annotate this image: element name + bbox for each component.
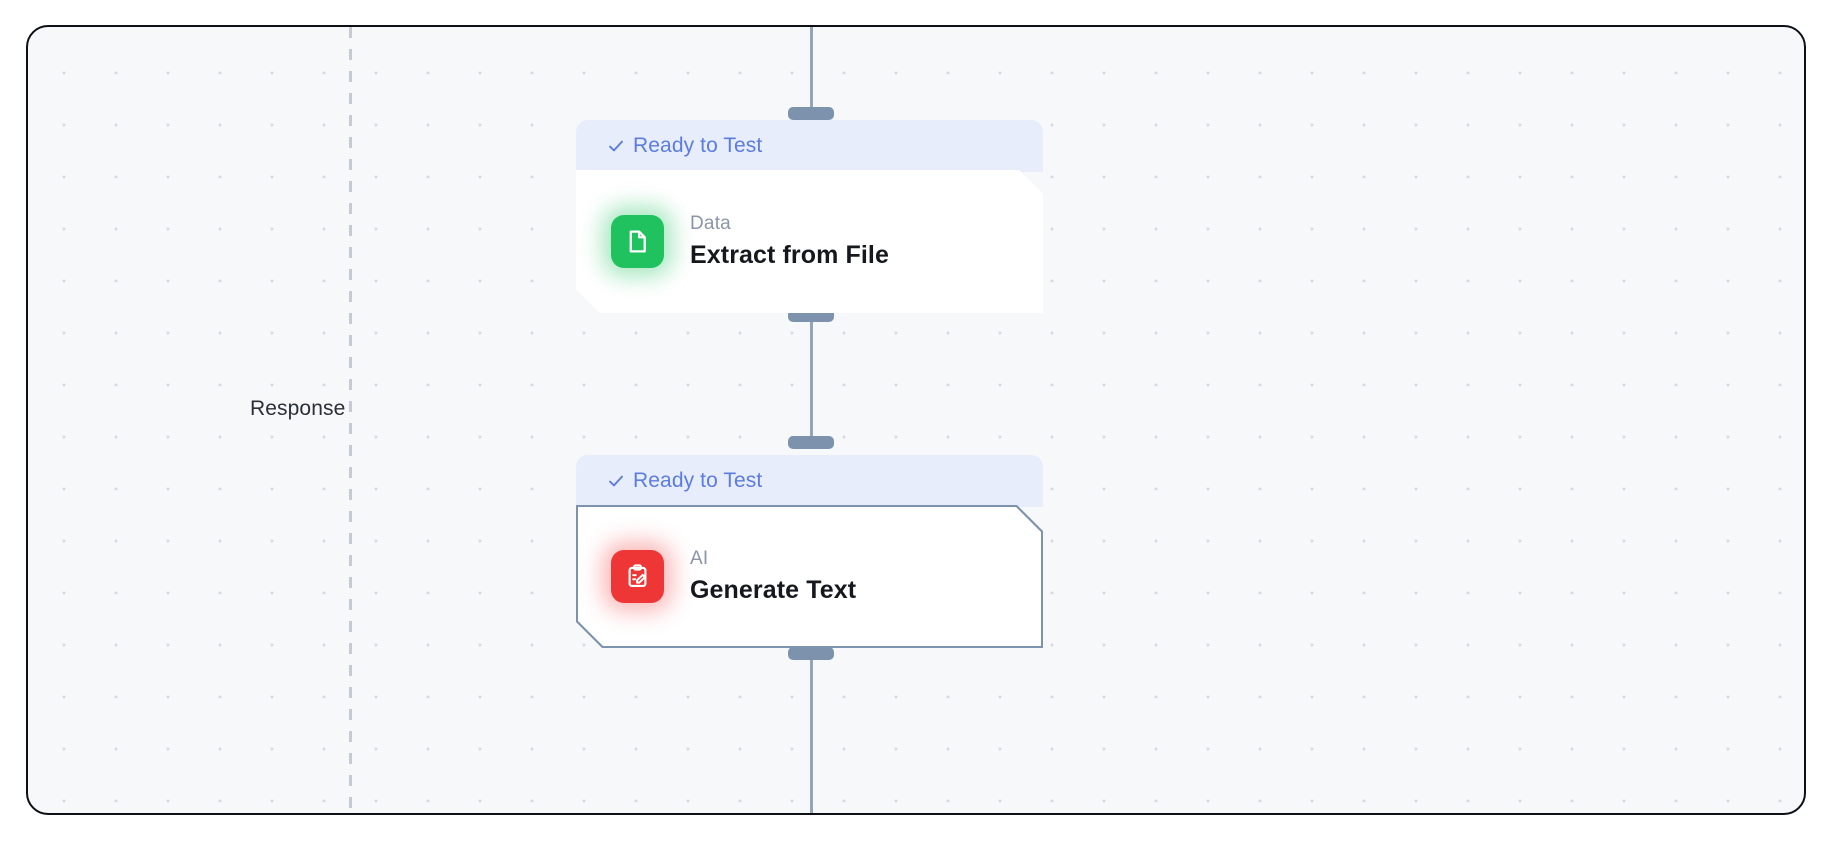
node-status-label: Ready to Test [633,134,763,157]
document-icon [611,215,664,268]
edge-line-incoming[interactable] [810,27,813,113]
node-status-bar[interactable]: Ready to Test [576,120,1043,172]
node-text-group: Data Extract from File [690,213,889,270]
lane-divider [349,27,352,813]
edge-line-outgoing[interactable] [810,655,813,813]
node-title-label: Generate Text [690,576,857,604]
node-handle-generate-bottom[interactable] [788,647,834,660]
node-card[interactable]: Data Extract from File [576,170,1043,313]
flow-canvas[interactable]: Response Ready to Test [26,25,1806,815]
node-handle-generate-top[interactable] [788,436,834,449]
node-card-inner: AI Generate Text [578,507,1041,646]
node-text-group: AI Generate Text [690,548,856,605]
clipboard-pencil-icon [611,550,664,603]
node-kind-label: AI [690,548,709,569]
node-title-label: Extract from File [690,241,889,269]
node-card[interactable]: AI Generate Text [576,505,1043,648]
node-kind-label: Data [690,213,731,234]
node-status-bar[interactable]: Ready to Test [576,455,1043,507]
edge-line-extract-to-generate[interactable] [810,317,813,447]
node-extract-from-file[interactable]: Ready to Test Data Extract from File [576,120,1043,313]
check-icon [608,138,624,154]
node-handle-extract-top[interactable] [788,107,834,120]
check-icon [608,473,624,489]
node-status-label: Ready to Test [633,469,763,492]
node-generate-text[interactable]: Ready to Test AI Generate Text [576,455,1043,648]
lane-label-response: Response [250,397,346,420]
